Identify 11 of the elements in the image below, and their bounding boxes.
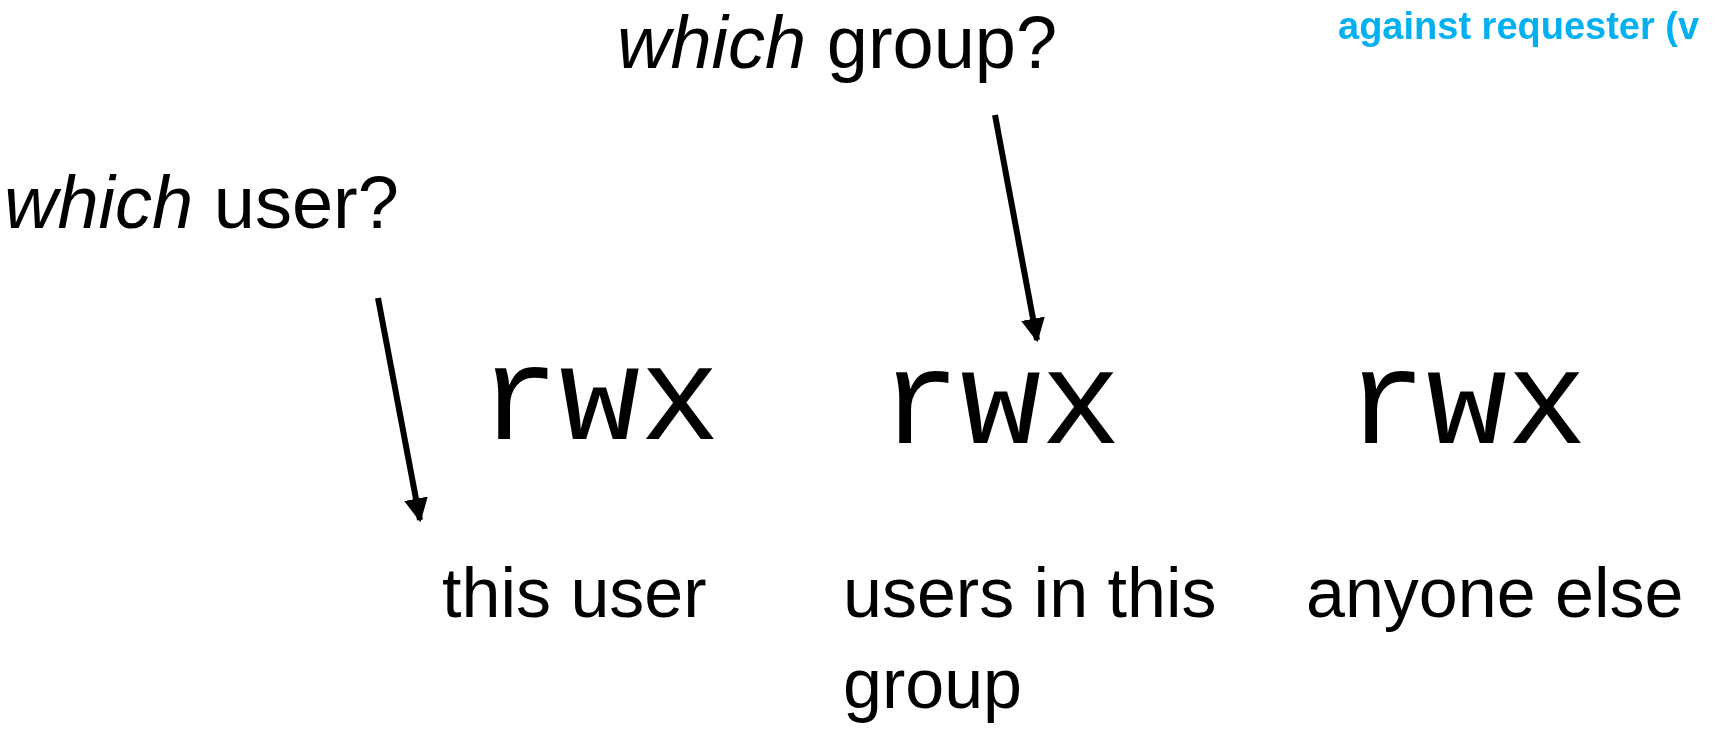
- permission-bits: rwx: [880, 340, 1122, 474]
- arrow: [992, 114, 1045, 343]
- permission-bits: rwx: [1346, 340, 1588, 474]
- column-caption: users in this group: [843, 553, 1218, 725]
- permission-bits: rwx: [479, 336, 721, 470]
- column-caption: this user: [442, 553, 707, 634]
- column-caption: anyone else: [1306, 553, 1684, 634]
- question-text: which user?: [4, 160, 399, 246]
- arrow: [375, 297, 428, 523]
- note-text: against requester (v: [1338, 4, 1700, 49]
- question-text: which group?: [617, 0, 1058, 86]
